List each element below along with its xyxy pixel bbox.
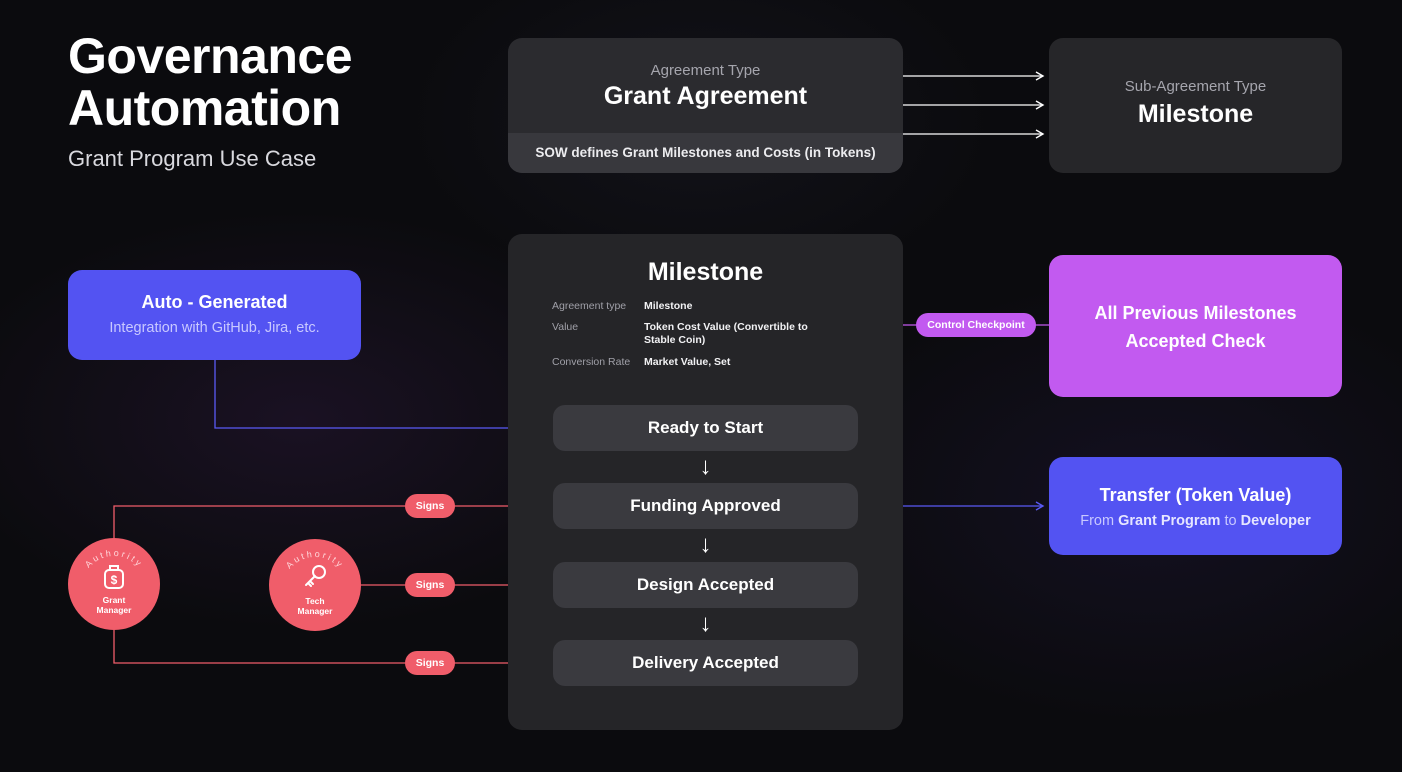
agreement-sow-note: SOW defines Grant Milestones and Costs (…: [508, 133, 903, 173]
property-agreement-type: Agreement type Milestone: [552, 300, 872, 313]
grant-manager-badge: Authority $ Grant Manager: [68, 538, 160, 630]
transfer-to-entity: Developer: [1240, 513, 1311, 529]
transfer-title: Transfer (Token Value): [1099, 485, 1292, 505]
previous-milestones-check-title: All Previous Milestones Accepted Check: [1094, 303, 1297, 351]
signs-pill-design: Signs: [405, 573, 455, 597]
transfer-to-word: to: [1224, 513, 1237, 529]
grant-manager-to-funding-line: [113, 501, 549, 538]
property-value: Token Cost Value (Convertible to Stable …: [644, 321, 808, 346]
property-conversion-rate: Conversion Rate Market Value, Set: [552, 356, 872, 369]
auto-generated-card: Auto - Generated Integration with GitHub…: [68, 270, 361, 360]
money-bag-icon: $: [104, 565, 124, 589]
page-subtitle: Grant Program Use Case: [68, 146, 317, 171]
down-arrow-icon: ↓: [699, 453, 712, 480]
authority-ring-text: Authority: [284, 549, 344, 571]
property-value: Market Value, Set: [644, 356, 731, 368]
svg-text:$: $: [111, 573, 118, 587]
previous-milestones-check-card: All Previous Milestones Accepted Check: [1049, 255, 1342, 397]
agreement-type-label: Agreement Type: [650, 62, 761, 79]
sub-agreement-type-label: Sub-Agreement Type: [1124, 78, 1267, 95]
signs-pill-delivery: Signs: [405, 651, 455, 675]
property-key: Conversion Rate: [552, 356, 631, 368]
down-arrow-icon: ↓: [699, 531, 712, 558]
step-ready-to-start: Ready to Start: [553, 405, 858, 451]
transfer-from-entity: Grant Program: [1118, 513, 1221, 529]
tech-manager-role: Tech Manager: [297, 596, 333, 616]
transfer-subtitle: From Grant Program to Developer: [1049, 513, 1342, 529]
grant-manager-role: Grant Manager: [96, 595, 132, 615]
tech-manager-badge: Authority Tech Manager: [269, 539, 361, 631]
signs-pill-funding: Signs: [405, 494, 455, 518]
sub-agreement-type-value: Milestone: [1137, 100, 1254, 128]
agreement-type-value: Grant Agreement: [603, 82, 808, 110]
property-value-row: Value Token Cost Value (Convertible to S…: [552, 321, 872, 347]
milestone-heading: Milestone: [647, 258, 764, 286]
grant-manager-to-delivery-line: [113, 630, 549, 668]
step-design-accepted: Design Accepted: [553, 562, 858, 608]
property-key: Agreement type: [552, 300, 627, 312]
transfer-card: Transfer (Token Value) From Grant Progra…: [1049, 457, 1342, 555]
step-delivery-accepted: Delivery Accepted: [553, 640, 858, 686]
authority-ring-text: Authority: [83, 548, 143, 570]
milestone-panel: Milestone Agreement type Milestone Value…: [508, 234, 903, 730]
step-funding-approved: Funding Approved: [553, 483, 858, 529]
key-icon: [305, 565, 326, 587]
down-arrow-icon: ↓: [699, 610, 712, 637]
page-title: Governance Automation: [68, 28, 353, 136]
control-checkpoint-pill: Control Checkpoint: [916, 313, 1036, 337]
sub-agreement-type-card: Sub-Agreement Type Milestone: [1049, 38, 1342, 173]
auto-generated-subtitle: Integration with GitHub, Jira, etc.: [109, 320, 320, 336]
auto-generated-title: Auto - Generated: [141, 292, 288, 312]
property-key: Value: [552, 321, 579, 333]
auto-to-ready-line: [214, 360, 549, 433]
transfer-from-word: From: [1080, 513, 1115, 529]
agreement-type-card: Agreement Type Grant Agreement SOW defin…: [508, 38, 903, 173]
property-value: Milestone: [644, 300, 693, 312]
